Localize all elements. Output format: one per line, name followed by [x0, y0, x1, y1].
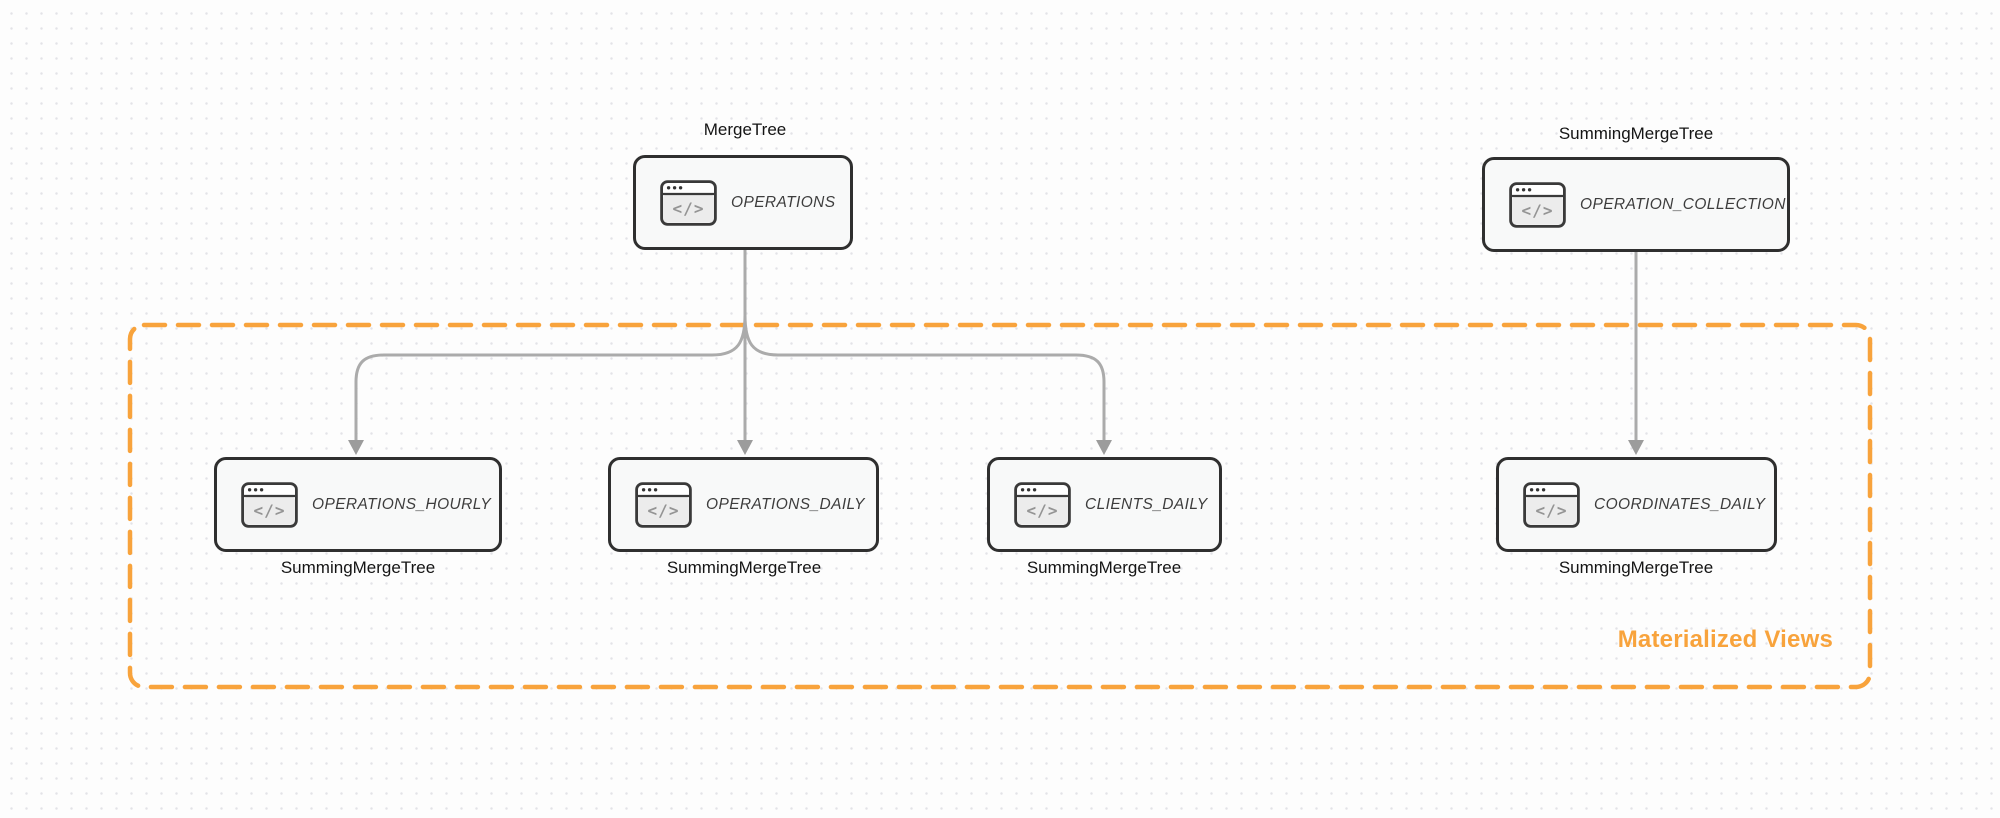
- materialized-views-label: Materialized Views: [1617, 626, 1833, 653]
- node-title: OPERATIONS_DAILY: [706, 495, 865, 513]
- node-title: OPERATION_COLLECTION: [1580, 195, 1786, 213]
- code-window-icon: </>: [1509, 181, 1566, 228]
- node-coordinates-daily[interactable]: </> COORDINATES_DAILY: [1496, 457, 1777, 552]
- code-glyph: </>: [1522, 201, 1554, 220]
- edge-arrowheads: [348, 440, 1644, 455]
- node-clients-daily[interactable]: </> CLIENTS_DAILY: [987, 457, 1222, 552]
- code-window-icon: </>: [241, 481, 298, 528]
- node-title: CLIENTS_DAILY: [1085, 495, 1208, 513]
- code-window-icon: </>: [660, 179, 717, 226]
- code-window-icon: </>: [1523, 481, 1580, 528]
- node-operation-collection[interactable]: </> OPERATION_COLLECTION: [1482, 157, 1790, 252]
- arrowhead-coordinates-daily: [1628, 440, 1644, 455]
- node-operations[interactable]: </> OPERATIONS: [633, 155, 853, 250]
- edge-operations-to-clients-daily: [743, 314, 1106, 442]
- node-title: OPERATIONS_HOURLY: [312, 495, 492, 513]
- arrowhead-operations-hourly: [348, 440, 364, 455]
- engine-label-operation-collection: SummingMergeTree: [1558, 124, 1714, 143]
- engine-label-operations-daily: SummingMergeTree: [666, 558, 822, 577]
- code-glyph: </>: [254, 501, 286, 520]
- edge-lines: [354, 250, 1638, 442]
- engine-label-coordinates-daily: SummingMergeTree: [1558, 558, 1714, 577]
- code-glyph: </>: [673, 199, 705, 218]
- engine-label-clients-daily: SummingMergeTree: [1026, 558, 1182, 577]
- code-window-icon: </>: [1014, 481, 1071, 528]
- engine-label-operations: MergeTree: [703, 120, 787, 139]
- node-title: OPERATIONS: [731, 193, 836, 211]
- engine-label-operations-hourly: SummingMergeTree: [280, 558, 436, 577]
- code-glyph: </>: [1536, 501, 1568, 520]
- arrowhead-clients-daily: [1096, 440, 1112, 455]
- node-title: COORDINATES_DAILY: [1594, 495, 1766, 513]
- code-glyph: </>: [1027, 501, 1059, 520]
- code-glyph: </>: [648, 501, 680, 520]
- node-operations-daily[interactable]: </> OPERATIONS_DAILY: [608, 457, 879, 552]
- node-operations-hourly[interactable]: </> OPERATIONS_HOURLY: [214, 457, 502, 552]
- code-window-icon: </>: [635, 481, 692, 528]
- edge-operations-to-operations-hourly: [354, 314, 747, 442]
- arrowhead-operations-daily: [737, 440, 753, 455]
